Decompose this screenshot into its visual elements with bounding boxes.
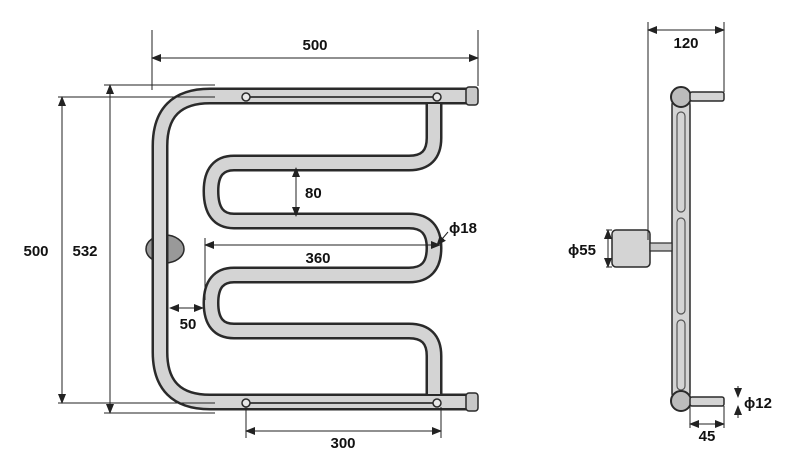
dim-mount-spacing-label: 300	[330, 435, 355, 452]
dim-pipe-diameter: ϕ18	[436, 220, 477, 246]
dim-rod-depth: 45	[689, 406, 725, 445]
serpentine-pipe	[202, 104, 443, 394]
dim-offset-left-label: 50	[180, 316, 197, 333]
side-top-rod	[689, 91, 725, 102]
dim-width-top: 500	[151, 30, 479, 90]
dim-rod-diameter-label: ϕ12	[744, 395, 772, 412]
outer-frame-pipe	[151, 87, 472, 411]
dim-inner-width-label: 360	[305, 250, 330, 267]
dim-mount-spacing: 300	[245, 407, 442, 452]
dim-inner-width: 360	[204, 238, 441, 300]
dim-flange-diameter: ϕ55	[568, 229, 612, 268]
dim-offset-left: 50	[169, 304, 204, 333]
dim-height-500: 500	[23, 96, 215, 404]
dim-height-532: 532	[72, 84, 215, 414]
dim-width-top-label: 500	[302, 37, 327, 54]
side-top-head	[670, 86, 692, 108]
side-view: 120 ϕ55 ϕ12 45	[568, 22, 772, 445]
serpentine-pipe-fill	[205, 104, 440, 394]
dim-height-500-label: 500	[23, 243, 48, 260]
dim-height-532-label: 532	[72, 243, 97, 260]
front-view: 500 500 532 80 ϕ18 3	[23, 30, 479, 452]
side-bottom-rod	[689, 396, 725, 407]
dim-depth-label: 120	[673, 35, 698, 52]
dim-pitch: 80	[292, 167, 322, 217]
dim-pitch-label: 80	[305, 185, 322, 202]
dim-pipe-diameter-label: ϕ18	[449, 220, 477, 237]
top-mount-slot	[241, 92, 442, 102]
side-wall-flange	[611, 229, 651, 268]
bottom-end-cap	[465, 392, 479, 412]
dim-flange-diameter-label: ϕ55	[568, 242, 596, 259]
side-bottom-head	[670, 390, 692, 412]
side-pipe-body	[671, 95, 691, 403]
dim-rod-depth-label: 45	[699, 428, 716, 445]
outer-frame-pipe-fill	[154, 90, 472, 408]
side-flange-stem	[649, 242, 673, 252]
dim-depth: 120	[647, 22, 725, 240]
top-end-cap	[465, 86, 479, 106]
dim-rod-diameter: ϕ12	[734, 386, 772, 418]
